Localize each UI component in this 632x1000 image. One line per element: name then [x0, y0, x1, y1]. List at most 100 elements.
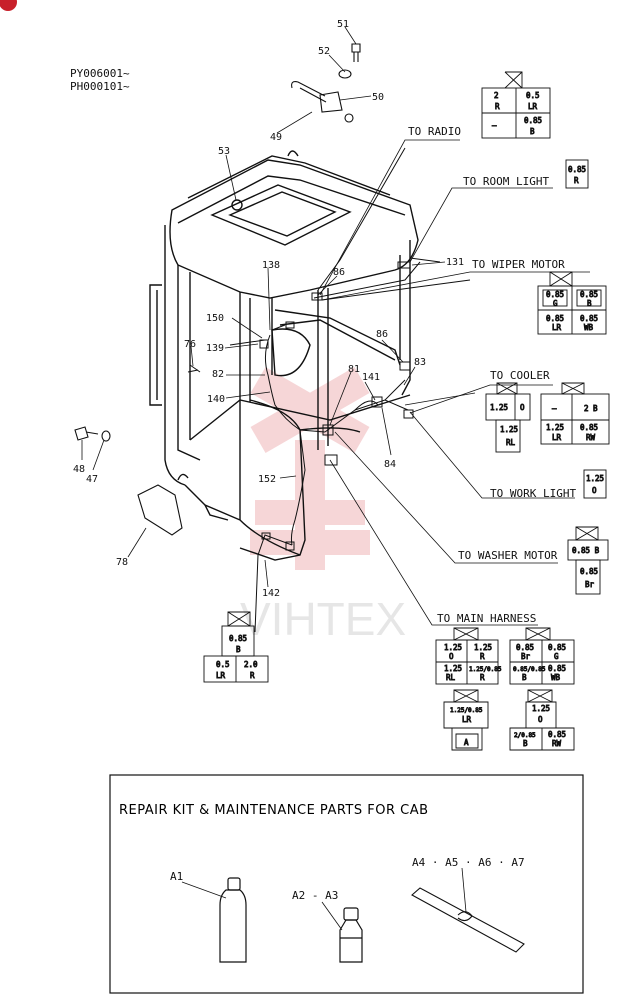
conn-wiper-c4b: WB — [584, 323, 594, 332]
conn-wiper-c3a: 0.85 — [546, 314, 564, 323]
conn-wiper-c4a: 0.85 — [580, 314, 598, 323]
conn-main-b-c4b: WB — [551, 673, 561, 682]
conn-wiper-c2b: B — [587, 299, 592, 308]
label-a1: A1 — [170, 870, 183, 883]
conn-cooler-a-c3a: 1.25 — [500, 425, 518, 434]
callout-86-mid: 86 — [376, 329, 388, 340]
conn-work-light-a: 1.25 — [586, 474, 604, 483]
leader-a2-a3 — [321, 901, 343, 931]
conn-radio-c4a: 0.85 — [524, 116, 542, 125]
watermark: VIHTEX — [240, 367, 406, 645]
conn-lower-c2a: 0.5 — [216, 660, 230, 669]
repair-kit-title: REPAIR KIT & MAINTENANCE PARTS FOR CAB — [119, 803, 429, 818]
leader-lines — [81, 26, 590, 626]
repair-kit-panel — [109, 774, 584, 994]
conn-main-a-c3a: 1.25 — [444, 664, 462, 673]
callout-82: 82 — [212, 369, 224, 380]
watermark-text: VIHTEX — [240, 593, 406, 645]
conn-main-c-c1a: 1.25/0.85 — [450, 707, 483, 714]
cab-frame — [149, 150, 419, 561]
conn-main-b-c1a: 0.85 — [516, 643, 534, 652]
conn-main-b-c4a: 0.85 — [548, 664, 566, 673]
conn-main-a-c4a: 1.25/0.85 — [469, 666, 502, 673]
callout-81: 81 — [348, 364, 360, 375]
conn-washer-c1: 0.85 B — [572, 546, 600, 555]
conn-main-d-c3a: 0.85 — [548, 730, 566, 739]
label-a2-a3: A2 - A3 — [292, 889, 338, 902]
conn-main-a-c1a: 1.25 — [444, 643, 462, 652]
conn-main-a-c3b: RL — [446, 673, 456, 682]
conn-main-a-c2a: 1.25 — [474, 643, 492, 652]
conn-main-b-c2b: G — [554, 652, 559, 661]
callout-83: 83 — [414, 357, 426, 368]
callout-139: 139 — [206, 343, 224, 354]
callout-numbers: 51 52 50 49 53 138 86 131 150 139 76 82 … — [73, 19, 464, 599]
conn-main-b-c3a: 0.85/0.85 — [513, 666, 546, 673]
hardware-parts — [74, 43, 441, 536]
conn-main-d-c1b: O — [538, 715, 543, 724]
connector-radio — [481, 71, 551, 139]
label-to-washer-motor: TO WASHER MOTOR — [458, 549, 558, 562]
conn-cooler-b-c4b: RW — [586, 433, 596, 442]
conn-radio-c3: — — [492, 121, 497, 130]
conn-cooler-b-c3a: 1.25 — [546, 423, 564, 432]
conn-cooler-a-c3b: RL — [506, 438, 516, 447]
label-to-work-light: TO WORK LIGHT — [490, 487, 576, 500]
corner-marker — [0, 0, 17, 11]
label-to-main-harness: TO MAIN HARNESS — [437, 612, 536, 625]
conn-main-d-c3b: RW — [552, 739, 562, 748]
callout-86-top: 86 — [333, 267, 345, 278]
callout-84: 84 — [384, 459, 396, 470]
conn-lower-c3b: R — [250, 671, 255, 680]
destination-labels: TO RADIO TO ROOM LIGHT TO WIPER MOTOR TO… — [408, 125, 576, 625]
connector-diagrams: 2 R 0.5 LR — 0.85 B 0.85 R 0.85 G 0.85 B… — [203, 71, 610, 751]
callout-131: 131 — [446, 257, 464, 268]
conn-main-d-c2a: 2/0.85 — [514, 732, 536, 739]
serial-1: PY006001~ — [70, 67, 130, 80]
callout-150: 150 — [206, 313, 224, 324]
conn-cooler-b-c3b: LR — [552, 433, 562, 442]
conn-lower-c1a: 0.85 — [229, 634, 247, 643]
conn-cooler-b-c1: — — [552, 404, 557, 413]
conn-cooler-b-c4a: 0.85 — [580, 423, 598, 432]
conn-lower-c3a: 2.0 — [244, 660, 258, 669]
conn-washer-c2a: 0.85 — [580, 567, 598, 576]
wire-harness — [187, 147, 471, 633]
bottle-a1-icon — [219, 877, 247, 963]
conn-radio-c2a: 0.5 — [526, 91, 540, 100]
conn-main-a-c2b: R — [480, 652, 485, 661]
conn-main-a-c4b: R — [480, 673, 485, 682]
callout-52: 52 — [318, 46, 330, 57]
label-to-room-light: TO ROOM LIGHT — [463, 175, 549, 188]
conn-main-b-c3b: B — [522, 673, 527, 682]
label-to-wiper-motor: TO WIPER MOTOR — [472, 258, 565, 271]
callout-51: 51 — [337, 19, 349, 30]
conn-main-c-c2: A — [464, 738, 469, 747]
conn-lower-c2b: LR — [216, 671, 226, 680]
conn-main-d-c2b: B — [523, 739, 528, 748]
callout-140: 140 — [207, 394, 225, 405]
conn-work-light-b: O — [592, 486, 597, 495]
conn-main-b-c2a: 0.85 — [548, 643, 566, 652]
callout-138: 138 — [262, 260, 280, 271]
conn-wiper-c1a: 0.85 — [546, 290, 564, 299]
leader-a4-a7 — [461, 867, 467, 913]
callout-49: 49 — [270, 132, 282, 143]
conn-cooler-a-c2: O — [520, 403, 525, 412]
conn-lower-c1b: B — [236, 645, 241, 654]
conn-room-light-b: R — [574, 176, 579, 185]
callout-142: 142 — [262, 588, 280, 599]
bottle-a2-a3-icon — [339, 907, 363, 963]
leader-a1 — [181, 881, 227, 899]
callout-47: 47 — [86, 474, 98, 485]
conn-cooler-b-c2: 2 B — [584, 404, 598, 413]
conn-radio-c2b: LR — [528, 102, 538, 111]
conn-radio-c4b: B — [530, 127, 535, 136]
conn-room-light-a: 0.85 — [568, 165, 586, 174]
callout-53: 53 — [218, 146, 230, 157]
conn-wiper-c1b: G — [553, 299, 558, 308]
conn-radio-c1a: 2 — [494, 91, 499, 100]
callout-141: 141 — [362, 372, 380, 383]
conn-wiper-c2a: 0.85 — [580, 290, 598, 299]
